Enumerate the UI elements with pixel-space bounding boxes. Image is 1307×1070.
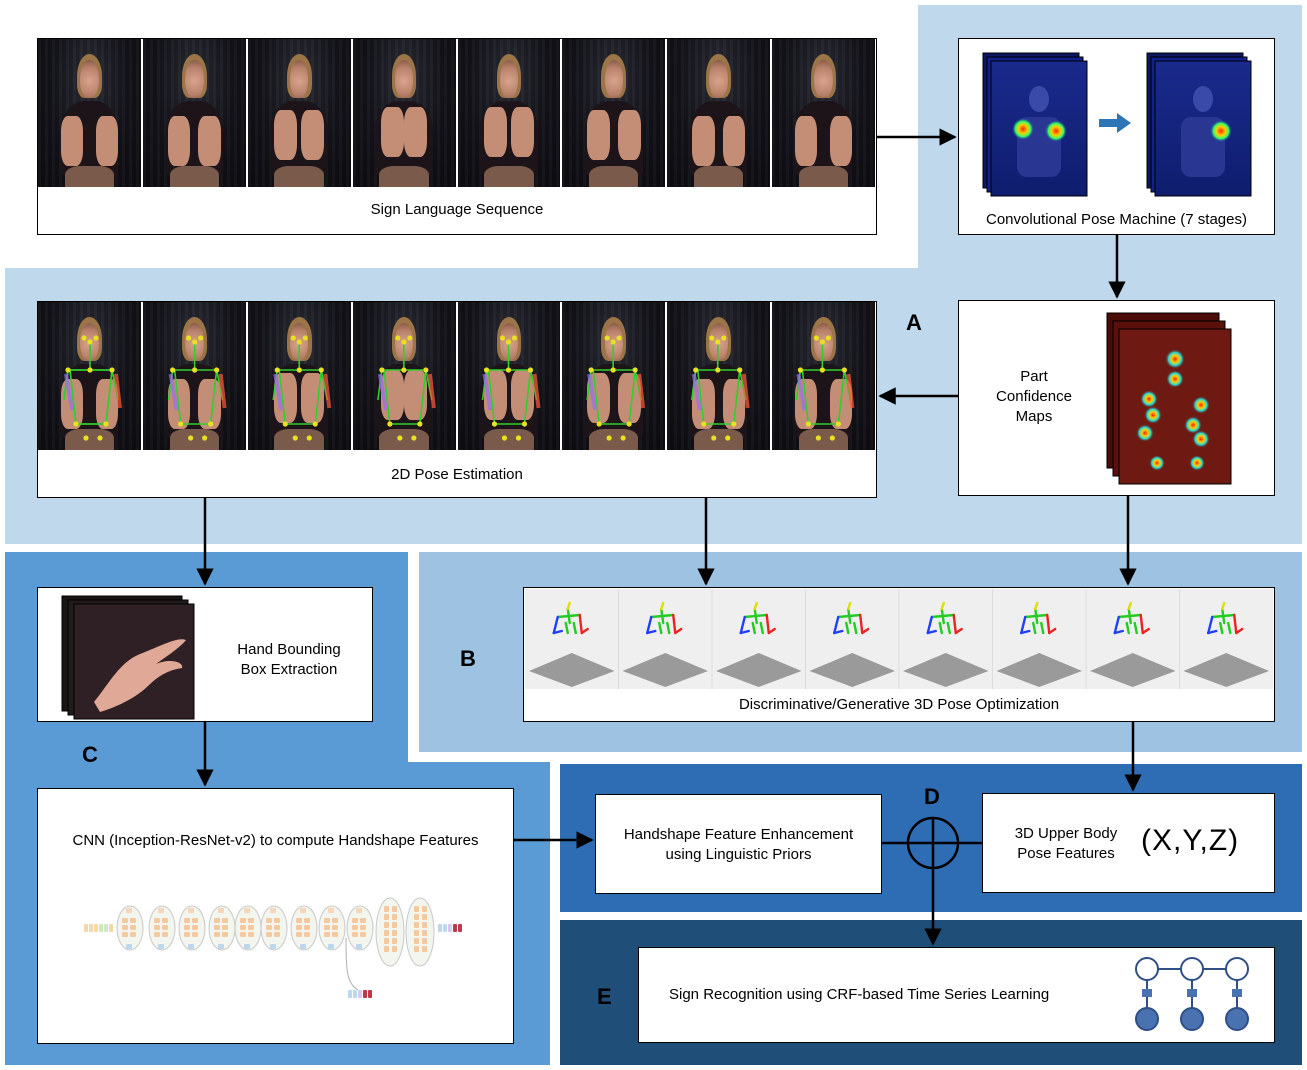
pose-frame bbox=[142, 302, 246, 450]
handbox-caption: Hand Bounding Box Extraction bbox=[237, 641, 341, 678]
hand-box: Hand Bounding Box Extraction bbox=[37, 587, 373, 722]
sequence-caption: Sign Language Sequence bbox=[370, 201, 544, 218]
recog-caption: Sign Recognition using CRF-based Time Se… bbox=[669, 986, 1050, 1003]
pose-frame bbox=[772, 302, 875, 450]
pose-frame bbox=[667, 302, 771, 450]
video-frame bbox=[38, 39, 141, 187]
video-frame bbox=[667, 39, 771, 187]
label-e: E bbox=[597, 984, 612, 1009]
pose2d-box: 2D Pose Estimation bbox=[37, 301, 877, 498]
label-b: B bbox=[460, 646, 476, 671]
crf-graph-icon bbox=[1135, 957, 1249, 1031]
enhance-box: Handshape Feature Enhancement using Ling… bbox=[595, 794, 882, 894]
upper3d-box: 3D Upper Body Pose Features (X,Y,Z) bbox=[982, 793, 1275, 893]
sign-sequence-box: Sign Language Sequence bbox=[37, 38, 877, 235]
cpm-caption: Convolutional Pose Machine (7 stages) bbox=[986, 211, 1247, 228]
hand-crop-stack bbox=[61, 595, 195, 720]
video-frame bbox=[142, 39, 246, 187]
pose-frame bbox=[562, 302, 666, 450]
arrow-right-icon bbox=[1099, 113, 1131, 133]
inception-resnet-diagram bbox=[84, 897, 462, 998]
pose-frame bbox=[247, 302, 351, 450]
xyz-label: (X,Y,Z) bbox=[1141, 824, 1240, 857]
cnn-caption: CNN (Inception-ResNet-v2) to compute Han… bbox=[72, 832, 479, 849]
upper3d-caption: 3D Upper Body Pose Features bbox=[1014, 825, 1118, 862]
video-frame bbox=[457, 39, 561, 187]
label-d: D bbox=[924, 784, 940, 809]
confidence-box: Part Confidence Maps bbox=[958, 300, 1275, 496]
video-frame bbox=[352, 39, 456, 187]
cnn-box: CNN (Inception-ResNet-v2) to compute Han… bbox=[37, 788, 514, 1044]
video-frame bbox=[772, 39, 875, 187]
recog-box: Sign Recognition using CRF-based Time Se… bbox=[638, 947, 1275, 1043]
enhance-caption: Handshape Feature Enhancement using Ling… bbox=[623, 826, 854, 863]
pose3d-caption: Discriminative/Generative 3D Pose Optimi… bbox=[738, 696, 1060, 713]
pose2d-frame-strip bbox=[38, 302, 875, 450]
video-frame bbox=[562, 39, 666, 187]
confidence-caption: Part Confidence Maps bbox=[996, 368, 1072, 425]
pose2d-caption: 2D Pose Estimation bbox=[391, 466, 523, 483]
pose3d-strip bbox=[525, 589, 1273, 689]
cpm-heatmaps bbox=[982, 52, 1252, 197]
heatmap-stack-icon bbox=[1106, 312, 1232, 485]
pose3d-box: Discriminative/Generative 3D Pose Optimi… bbox=[523, 587, 1275, 722]
pose-frame bbox=[38, 302, 141, 450]
cpm-box: Convolutional Pose Machine (7 stages) bbox=[958, 38, 1275, 235]
label-a: A bbox=[906, 310, 922, 335]
video-frame bbox=[247, 39, 351, 187]
sequence-frame-strip bbox=[38, 39, 875, 187]
label-c: C bbox=[82, 742, 98, 767]
skeleton-overlay bbox=[63, 335, 855, 441]
